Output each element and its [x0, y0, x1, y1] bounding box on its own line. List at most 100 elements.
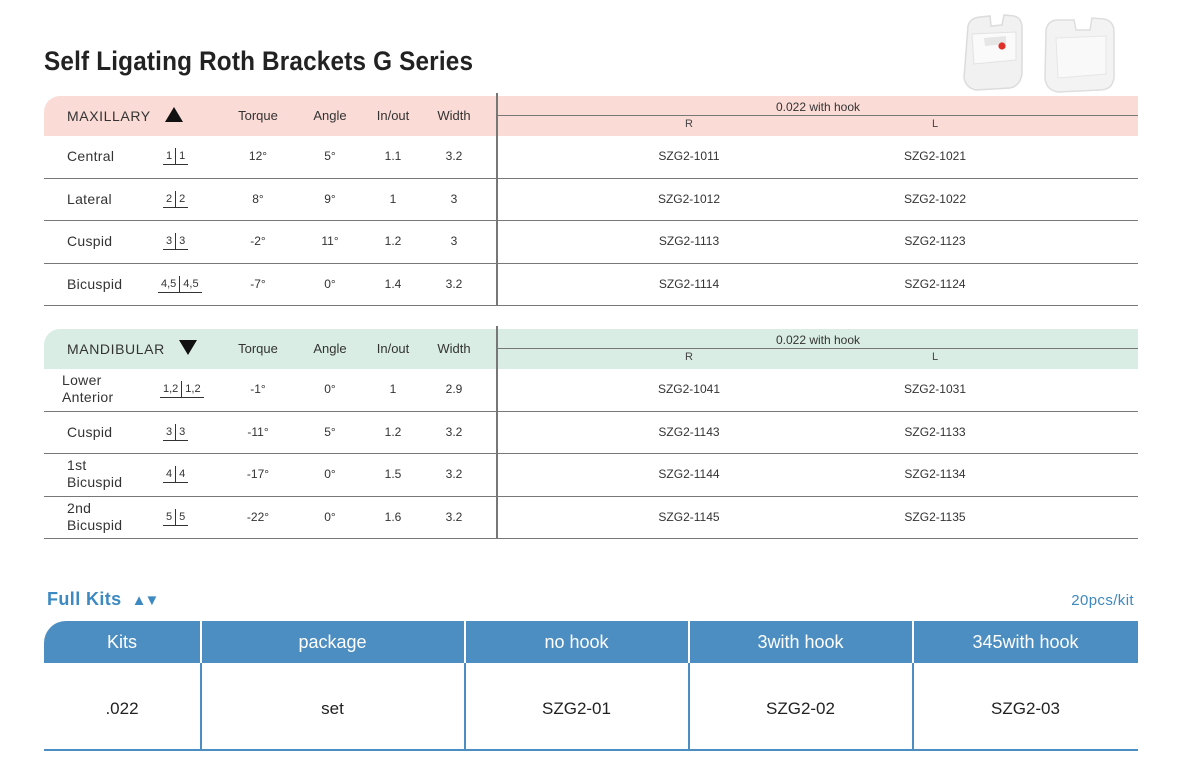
width-value: 3.2: [445, 149, 463, 163]
tooth-left: 3: [163, 423, 177, 440]
col-left: L: [931, 351, 939, 363]
tooth-name: Bicuspid: [67, 275, 123, 292]
tooth-name: Lateral: [67, 190, 112, 207]
code-left: SZG2-1022: [903, 191, 967, 206]
tooth-right: 1: [179, 150, 186, 162]
kits-col-no-hook: no hook: [544, 632, 609, 652]
col-width: Width: [437, 341, 471, 356]
up-down-triangle-icon: ▲▼: [131, 592, 160, 609]
tooth-name: Cuspid: [67, 423, 113, 440]
tooth-right: 4,5: [183, 277, 199, 290]
column-divider: [912, 621, 914, 663]
pieces-per-kit: 20pcs/kit: [1071, 592, 1134, 609]
hook-header: 0.022 with hook: [498, 331, 1138, 349]
inout-value: 1.4: [384, 276, 402, 291]
column-divider: [688, 621, 690, 663]
torque-value: -2°: [250, 234, 266, 248]
width-value: 3.2: [445, 509, 463, 524]
tooth-right: 3: [179, 425, 186, 438]
maxillary-table: MAXILLARY Torque Angle In/out Width 0.02…: [44, 93, 1138, 306]
column-divider: [496, 93, 498, 306]
kits-col-package: package: [298, 632, 367, 652]
tooth-left: 1,2: [160, 381, 183, 397]
inout-value: 1.2: [384, 424, 402, 439]
width-value: 3.2: [445, 276, 463, 291]
column-divider: [688, 663, 690, 751]
angle-value: 0°: [324, 509, 336, 524]
tooth-left: 5: [163, 508, 177, 525]
mandibular-table: MANDIBULAR Torque Angle In/out Width 0.0…: [44, 326, 1138, 539]
kit-package: set: [321, 699, 344, 718]
column-divider: [200, 663, 202, 751]
inout-value: 1.2: [384, 234, 402, 248]
col-left: L: [931, 118, 939, 130]
tooth-name: Central: [67, 148, 115, 164]
torque-value: -22°: [246, 509, 270, 524]
up-triangle-icon: [164, 107, 183, 122]
col-right: R: [685, 118, 693, 130]
tooth-right: 1,2: [185, 383, 201, 395]
mandibular-label: MANDIBULAR: [67, 329, 197, 369]
torque-value: 12°: [248, 149, 268, 163]
kits-table: Kits package no hook 3with hook 345with …: [44, 621, 1138, 751]
width-value: 3: [450, 234, 458, 248]
bracket-image-with-dot: [963, 14, 1023, 91]
column-divider: [200, 621, 202, 663]
width-value: 2.9: [445, 382, 463, 396]
code-right: SZG2-1144: [658, 467, 720, 481]
torque-value: -1°: [250, 382, 266, 396]
col-inout: In/out: [376, 108, 410, 123]
tooth-right: 3: [179, 235, 186, 247]
kits-col-345-hook: 345with hook: [972, 632, 1079, 652]
code-left: SZG2-1021: [903, 149, 967, 163]
tooth-left: 1: [163, 148, 177, 164]
angle-value: 0°: [324, 467, 336, 481]
full-kits-title: Full Kits▲▼: [47, 589, 160, 609]
tooth-right: 5: [179, 510, 186, 523]
angle-value: 9°: [324, 191, 336, 206]
code-right: SZG2-1113: [658, 234, 720, 248]
inout-value: 1: [389, 382, 397, 396]
column-divider: [912, 663, 914, 751]
tooth-left: 3: [163, 233, 177, 249]
tooth-name: Cuspid: [67, 233, 113, 249]
code-left: SZG2-1135: [904, 509, 966, 524]
kit-345-hook-code: SZG2-03: [991, 699, 1060, 718]
kits-col-3-hook: 3with hook: [757, 632, 844, 652]
code-right: SZG2-1041: [657, 382, 721, 396]
col-torque: Torque: [238, 341, 278, 356]
maxillary-header-band: [44, 96, 1138, 136]
kit-size: .022: [105, 699, 139, 718]
width-value: 3: [450, 191, 458, 206]
page-title: Self Ligating Roth Brackets G Series: [44, 46, 474, 76]
table-row: .022 set SZG2-01 SZG2-02 SZG2-03: [44, 663, 1138, 751]
tooth-right: 2: [179, 192, 186, 205]
inout-value: 1.1: [384, 149, 402, 163]
code-right: SZG2-1145: [658, 509, 720, 524]
col-torque: Torque: [238, 108, 278, 123]
inout-value: 1.5: [384, 467, 402, 481]
inout-value: 1: [389, 191, 397, 206]
code-left: SZG2-1134: [904, 467, 966, 481]
torque-value: -7°: [250, 276, 266, 291]
code-right: SZG2-1012: [657, 191, 721, 206]
col-right: R: [685, 351, 693, 363]
tooth-left: 4,5: [158, 275, 181, 292]
down-triangle-icon: [178, 340, 197, 355]
width-value: 3.2: [445, 467, 463, 481]
angle-value: 5°: [324, 149, 336, 163]
